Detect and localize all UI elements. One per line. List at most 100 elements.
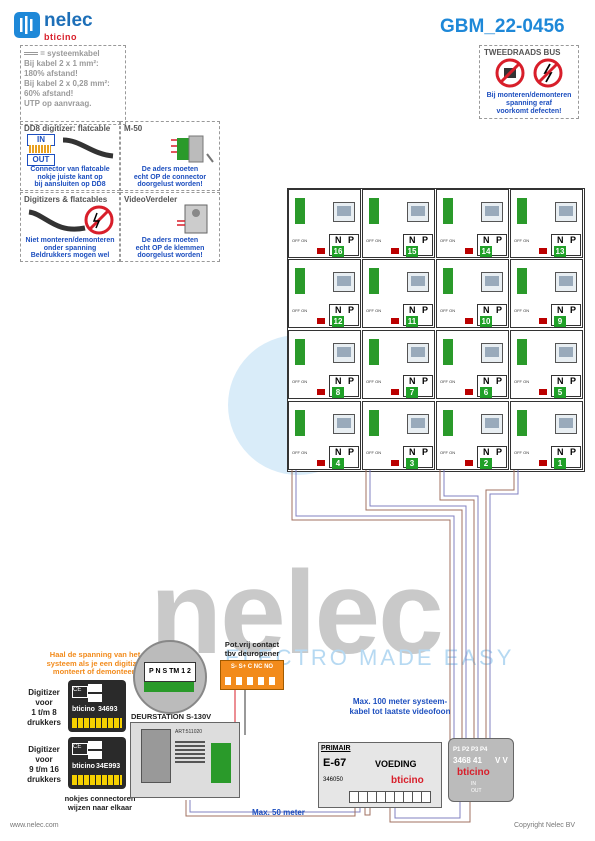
max100-line2: kabel tot laatste videofoon	[349, 707, 451, 716]
digitizer-2: CE bticino 34E993	[68, 737, 126, 789]
screen-icon	[481, 202, 503, 222]
note-bus-title: TWEEDRAADS BUS	[484, 48, 561, 57]
deurstation-s130v: ART:511020	[130, 722, 240, 798]
bus-wire	[185, 800, 356, 817]
np-n: N	[409, 235, 416, 245]
terminal-block-icon	[369, 339, 379, 365]
note-cable: = systeemkabel Bij kabel 2 x 1 mm²: 180%…	[20, 45, 126, 125]
dig1-a: Digitizer	[28, 688, 60, 697]
np-p: P	[496, 235, 503, 245]
connector-magnifier: P N S TM 1 2	[133, 640, 207, 714]
deurstation-terminal-icon	[211, 743, 231, 783]
np-p: P	[496, 376, 503, 386]
bus-wire	[443, 470, 479, 745]
dd8-in-port	[88, 741, 102, 749]
np-n: N	[335, 235, 342, 245]
digitizer-2-code: 34E993	[96, 763, 121, 770]
dig1-d: drukkers	[27, 718, 61, 727]
note-cable-line2: Bij kabel 2 x 1 mm²:	[24, 59, 99, 68]
terminal-block-icon	[443, 339, 453, 365]
note-flatcables-text2: onder spanning	[43, 244, 97, 252]
np-n: N	[557, 376, 564, 386]
np-n: N	[335, 376, 342, 386]
bus-wire	[439, 470, 475, 745]
brand-name: nelec	[44, 10, 93, 31]
np-n: N	[335, 447, 342, 457]
offon-label: OFF ON	[514, 308, 530, 313]
dig1-b: voor	[35, 698, 53, 707]
vv-code: 3468 41	[453, 756, 482, 765]
note-vv-text3: doorgelust worden!	[137, 252, 203, 259]
switch-icon	[391, 318, 399, 324]
unit-number: 2	[480, 458, 492, 469]
max100-note: Max. 100 meter systeem- kabel tot laatst…	[330, 697, 470, 717]
note-cable-line6: UTP op aanvraag.	[24, 99, 92, 108]
np-p: P	[496, 447, 503, 457]
digitizer-2-brand: bticino	[72, 763, 95, 770]
screen-icon	[555, 343, 577, 363]
np-p: P	[570, 305, 577, 315]
terminal-block-icon	[517, 198, 527, 224]
bus-wire	[369, 470, 467, 745]
np-p: P	[348, 235, 355, 245]
bus-wire	[485, 470, 515, 745]
np-n: N	[557, 447, 564, 457]
note-cable-line5: 60% afstand!	[24, 89, 74, 98]
unit-number: 16	[332, 246, 344, 257]
dig1-c: 1 t/m 8	[31, 708, 57, 717]
note-bus-text3: voorkomt defecten!	[496, 108, 562, 115]
switch-icon	[391, 460, 399, 466]
screen-icon	[407, 343, 429, 363]
unit-number: 12	[332, 316, 344, 327]
switch-icon	[539, 318, 547, 324]
unit-number: 8	[332, 387, 344, 398]
speaker-grille-icon	[175, 739, 205, 763]
switch-icon	[465, 318, 473, 324]
bus-wire	[364, 808, 371, 816]
connector-labels: P N S TM 1 2	[144, 662, 196, 682]
potvrij-terms: S- S+ C NC NO	[230, 664, 274, 670]
connector-terminal-icon	[144, 682, 194, 692]
terminal-block-icon	[369, 268, 379, 294]
bus-wire	[189, 800, 361, 813]
vv-out: OUT	[471, 788, 482, 794]
unit-number: 6	[480, 387, 492, 398]
digitizer-2-label: Digitizer voor 9 t/m 16 drukkers	[20, 745, 68, 785]
vv-vv: V V	[495, 756, 508, 765]
warning-digitizer: Haal de spanning van het systeem als je …	[40, 650, 150, 677]
offon-label: OFF ON	[292, 308, 308, 313]
np-n: N	[483, 376, 490, 386]
np-n: N	[557, 305, 564, 315]
nokjes-line1: nokjes connectoren	[64, 794, 136, 803]
offon-label: OFF ON	[440, 238, 456, 243]
offon-label: OFF ON	[440, 308, 456, 313]
offon-label: OFF ON	[366, 238, 382, 243]
note-m50-text1: De aders moeten	[141, 166, 199, 173]
bus-wire	[291, 470, 451, 745]
note-cable-line3: 180% afstand!	[24, 69, 78, 78]
switch-icon	[539, 248, 547, 254]
terminal-block-icon	[295, 339, 305, 365]
terminal-block-icon	[369, 198, 379, 224]
nokjes-line2: wijzen naar elkaar	[67, 803, 133, 812]
